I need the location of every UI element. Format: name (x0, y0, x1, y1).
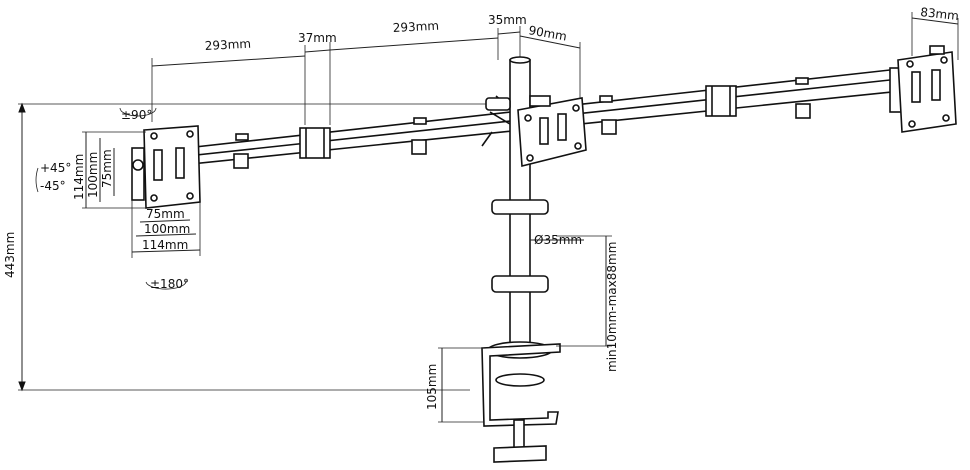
desk-clamp (481, 341, 561, 463)
desk-thickness-dimension (556, 235, 612, 347)
clamp-height-label: 105mm (425, 364, 439, 410)
right-plate-width-label: 83mm (920, 5, 960, 23)
arm-left-length-label: 293mm (204, 37, 251, 53)
vesa-100-width-label: 100mm (144, 222, 190, 236)
rotation-label: ±180° (150, 277, 189, 291)
right-vesa-plate (889, 45, 957, 133)
tilt-down-label: -45° (40, 179, 66, 193)
tilt-range-label: ±90° (121, 108, 152, 122)
clamp-height-dimension (438, 347, 484, 423)
tilt-up-label: +45° (40, 161, 71, 175)
center-vesa-plate (517, 95, 587, 168)
vesa-114-height-label: 114mm (72, 154, 86, 200)
vesa-100-height-label: 100mm (86, 152, 100, 198)
arm-right-length-label: 293mm (392, 19, 439, 35)
desk-thickness-label: min10mm-max88mm (605, 242, 619, 372)
cable-clips (233, 77, 811, 169)
total-height-label: 443mm (3, 232, 17, 278)
left-vesa-plate (131, 125, 201, 209)
vesa-75-height-label: 75mm (100, 149, 114, 188)
joint-width-label: 37mm (298, 31, 337, 45)
arm-joints (299, 85, 737, 159)
vesa-75-width-label: 75mm (146, 207, 185, 221)
height-dimension (18, 102, 520, 392)
vesa-114-width-label: 114mm (142, 238, 188, 252)
top-dimension-lines (151, 12, 959, 125)
left-vesa-dimensions (82, 131, 201, 258)
center-vesa-offset-label: 90mm (527, 23, 568, 43)
rotation-indicators (35, 107, 187, 290)
pole-offset-label: 35mm (488, 13, 527, 27)
pole-diameter-label: Ø35mm (534, 233, 582, 247)
